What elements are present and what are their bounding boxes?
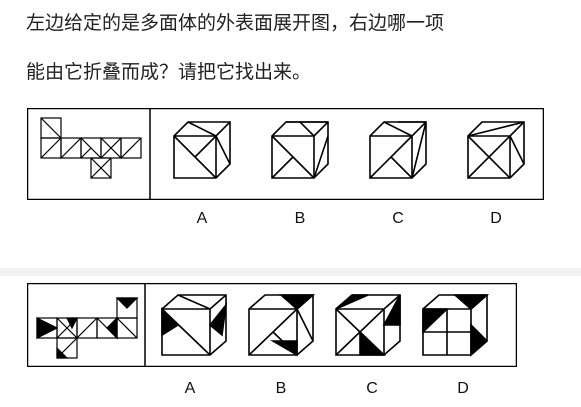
puzzle-2-option-c-label[interactable]: C bbox=[366, 380, 378, 397]
puzzle-1-option-c-label[interactable]: C bbox=[392, 210, 404, 227]
divider bbox=[0, 268, 581, 276]
puzzle-1-figure bbox=[27, 108, 544, 200]
puzzle-2-option-a-cube bbox=[161, 294, 228, 356]
puzzle-1-panel: A B C D bbox=[27, 108, 544, 227]
puzzle-2-option-b-label[interactable]: B bbox=[275, 380, 287, 397]
puzzle-2-figure bbox=[27, 283, 517, 367]
puzzle-1-option-d-cube bbox=[467, 121, 525, 179]
puzzle-2-option-d-label[interactable]: D bbox=[457, 380, 469, 397]
puzzle-2-option-a-label[interactable]: A bbox=[184, 380, 196, 397]
puzzle-1-option-c-cube bbox=[369, 121, 427, 179]
puzzle-2-panel: A B C D bbox=[27, 283, 517, 397]
puzzle-2-net bbox=[36, 297, 139, 359]
puzzle-1-option-b-cube bbox=[271, 121, 329, 179]
puzzle-1-option-b-label[interactable]: B bbox=[294, 210, 306, 227]
puzzle-2-option-d-cube bbox=[422, 294, 490, 357]
puzzle-2-option-c-cube bbox=[335, 294, 401, 356]
puzzle-1-option-a-cube bbox=[173, 121, 231, 179]
puzzle-1-option-a-label[interactable]: A bbox=[196, 210, 208, 227]
question-line-2: 能由它折叠而成？请把它找出来。 bbox=[26, 61, 312, 83]
puzzle-1-net bbox=[40, 117, 142, 179]
puzzle-1-option-d-label[interactable]: D bbox=[490, 210, 502, 227]
question-line-1: 左边给定的是多面体的外表面展开图，右边哪一项 bbox=[26, 12, 445, 34]
puzzle-2-option-b-cube bbox=[248, 294, 316, 357]
